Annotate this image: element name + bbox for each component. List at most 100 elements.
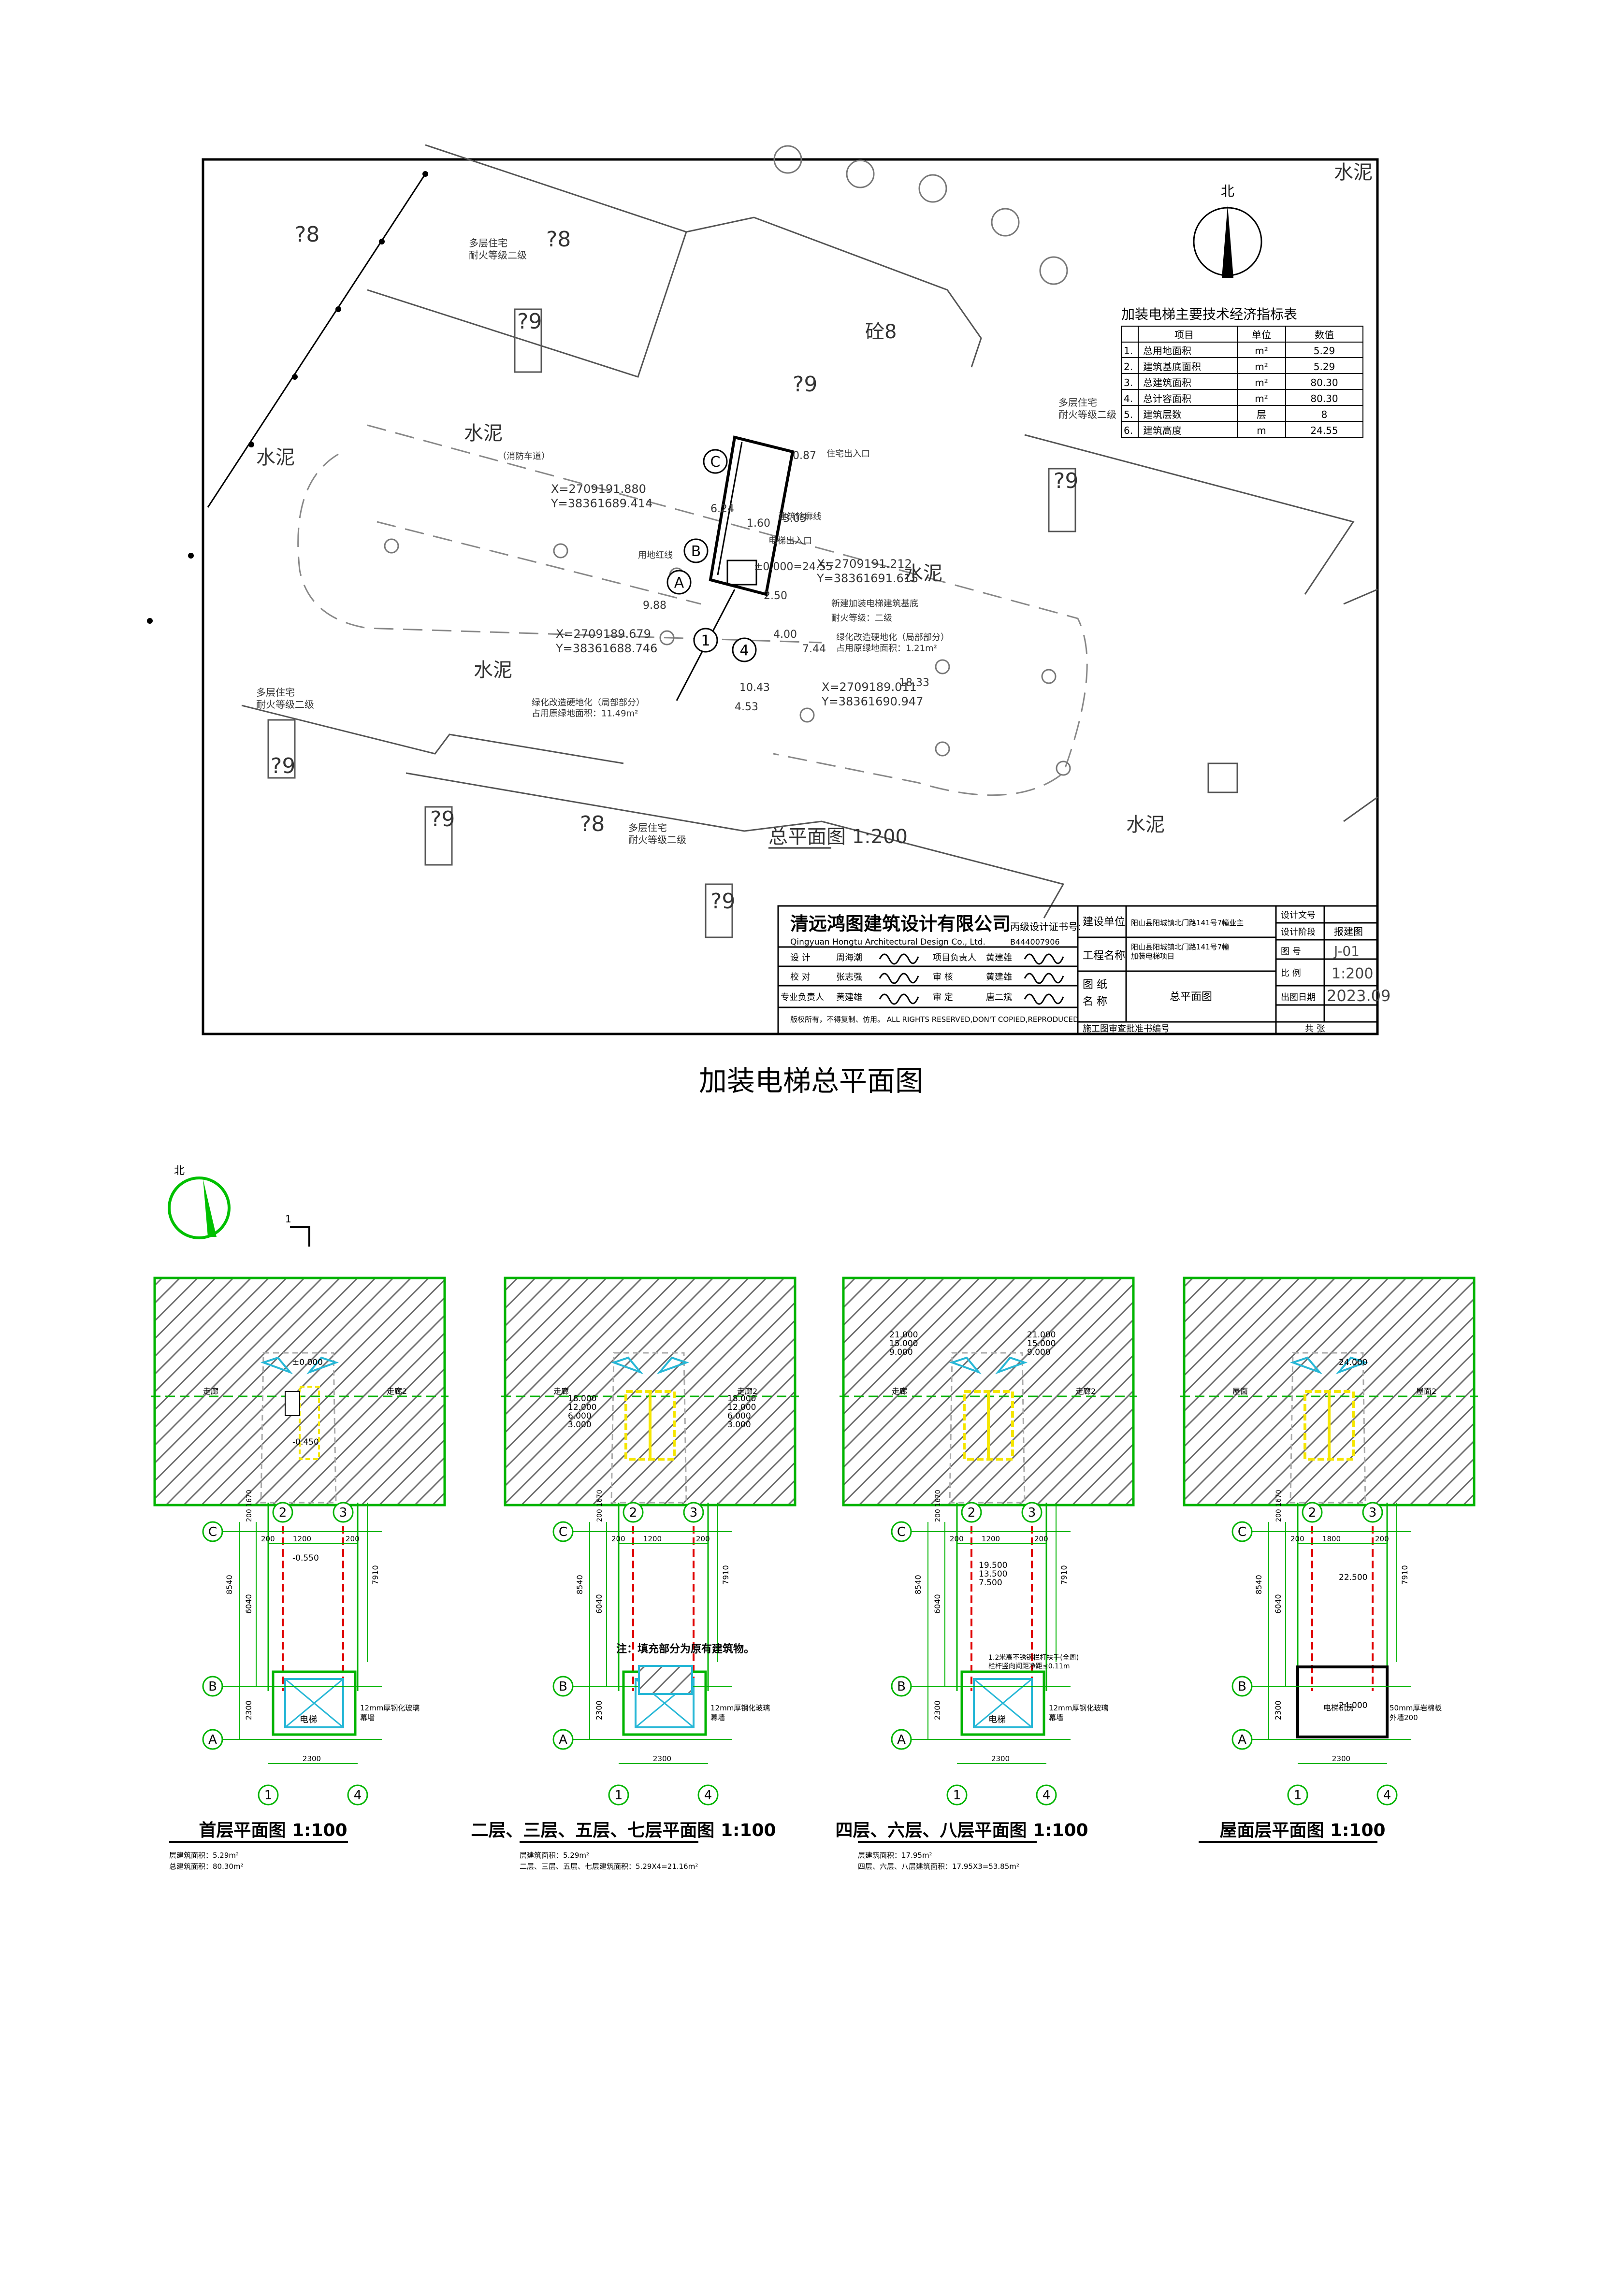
- dim-10: 4.53: [735, 701, 758, 713]
- plan-title: 首层平面图 1:100: [199, 1821, 347, 1840]
- dim-1200: 1200: [643, 1535, 662, 1543]
- floor-mark-1: ?8: [295, 222, 319, 247]
- dim-200-r: 200: [1375, 1535, 1389, 1543]
- label-brick: 砼8: [865, 321, 897, 343]
- dim-2300-h: 2300: [653, 1754, 671, 1763]
- plan-title: 屋面层平面图 1:100: [1219, 1821, 1385, 1840]
- name-lead: 黄建雄: [836, 992, 862, 1003]
- label-cement-6: 水泥: [1126, 814, 1165, 836]
- north-arrow-icon: 北: [1193, 183, 1262, 278]
- table-cell-item: 建筑层数: [1143, 409, 1182, 420]
- dim-top: 200 1670: [596, 1490, 604, 1522]
- dim-top: 200 1670: [1275, 1490, 1283, 1522]
- level-mark: 7.500: [979, 1578, 1002, 1588]
- cert-no: B444007906: [1010, 937, 1060, 947]
- company-en: Qingyuan Hongtu Architectural Design Co.…: [790, 937, 985, 947]
- side-label-left: 走廊: [553, 1387, 569, 1396]
- grid-axis-B: B: [559, 1679, 567, 1694]
- dim-200-l: 200: [261, 1535, 275, 1543]
- title-block: 清远鸿图建筑设计有限公司 Qingyuan Hongtu Architectur…: [777, 905, 1390, 1035]
- level-mark-mirror: 15.000: [1027, 1339, 1056, 1349]
- level-mark: 13.500: [979, 1569, 1007, 1579]
- grid-axis-1: 1: [1294, 1788, 1302, 1803]
- section-mark: 1: [285, 1213, 310, 1247]
- drawing-label-1: 图 纸: [1083, 979, 1107, 991]
- dim-1: 6.24: [710, 503, 734, 515]
- grid-axis-C: C: [208, 1525, 217, 1539]
- name-approve: 唐二斌: [986, 992, 1012, 1003]
- site-dims: 6.24 1.60 3.05 2.50 0.87 9.88 4.00 7.44 …: [643, 450, 929, 713]
- label-green-2: 绿化改造硬地化（局部部分）占用原绿地面积：11.49m²: [532, 698, 645, 719]
- level-mark: 24.000: [1339, 1701, 1367, 1710]
- level-mark: 24.000: [1339, 1358, 1367, 1367]
- label-entry: 住宅出入口: [826, 449, 870, 459]
- table-cell-unit: 层: [1257, 409, 1266, 420]
- lift-label: 电梯: [300, 1715, 317, 1725]
- label-cement-4: 水泥: [904, 562, 942, 585]
- floor-mark-8: ?9: [710, 889, 735, 914]
- table-cell-value: 5.29: [1314, 345, 1335, 357]
- grid-axis-B: B: [897, 1679, 906, 1694]
- wall-note: 12mm厚钢化玻璃幕墙: [710, 1704, 770, 1722]
- table-cell-value: 5.29: [1314, 361, 1335, 373]
- table-cell-value: 24.55: [1310, 425, 1338, 436]
- page-caption: 加装电梯总平面图: [698, 1064, 923, 1097]
- svg-text:1: 1: [285, 1213, 291, 1225]
- grid-axis-1: 1: [615, 1788, 623, 1803]
- level-mark: -0.450: [292, 1437, 319, 1447]
- label-green-1: 绿化改造硬地化（局部部分）占用原绿地面积：1.21m²: [836, 632, 949, 654]
- table-cell-value: 8: [1321, 409, 1328, 420]
- project-value: 阳山县阳城镇北门路141号7幢加装电梯项目: [1131, 943, 1229, 961]
- role-pm: 项目负责人: [933, 953, 976, 963]
- level-mark: 19.500: [979, 1561, 1007, 1570]
- table-cell-num: 5.: [1124, 409, 1133, 420]
- table-cell-num: 1.: [1124, 345, 1133, 357]
- level-mark: ±0.000: [292, 1358, 323, 1367]
- label-cement-1: 水泥: [1334, 161, 1373, 184]
- floor-mark-2: ?8: [546, 227, 571, 252]
- label-wall-line: 用地红线: [638, 550, 673, 560]
- side-label-right: 走廊2: [1075, 1387, 1096, 1396]
- level-mark: 21.000: [889, 1330, 918, 1340]
- dim-6040: 6040: [1274, 1594, 1283, 1614]
- plan-area-2: 四层、六层、八层建筑面积：17.95X3=53.85m²: [858, 1862, 1019, 1871]
- dim-8540: 8540: [1254, 1575, 1263, 1594]
- dim-2300-v: 2300: [1274, 1700, 1283, 1720]
- table-cell-unit: m: [1257, 425, 1266, 436]
- table-cell-unit: m²: [1255, 345, 1268, 357]
- table-cell-item: 总用地面积: [1143, 345, 1191, 357]
- grid-axis-3: 3: [339, 1506, 348, 1520]
- grid-axis-4: 4: [704, 1788, 712, 1803]
- railing-note: 1.2米高不锈钢栏杆扶手(全周)栏杆竖向间距净距≤0.11m: [988, 1653, 1079, 1670]
- label-res-a: 多层住宅耐火等级二级: [469, 237, 527, 261]
- table-cell-item: 建筑基底面积: [1143, 361, 1201, 373]
- label-res-d: 多层住宅耐火等级二级: [628, 822, 686, 846]
- legend: 注：填充部分为原有建筑物。: [616, 1643, 754, 1695]
- table-cell-value: 80.30: [1310, 377, 1338, 388]
- copyright: 版权所有，不得复制、仿用。 ALL RIGHTS RESERVED,DON'T …: [790, 1015, 1081, 1024]
- name-check: 张志强: [836, 972, 862, 982]
- dim-4: 2.50: [764, 590, 787, 602]
- role-approve: 审 定: [933, 992, 953, 1003]
- table-cell-num: 3.: [1124, 377, 1133, 388]
- table-cell-item: 总计容面积: [1143, 393, 1191, 404]
- table-cell-item: 建筑高度: [1143, 425, 1182, 436]
- dim-200-r: 200: [346, 1535, 360, 1543]
- table-cell-unit: m²: [1255, 393, 1268, 404]
- dim-1200: 1800: [1322, 1535, 1341, 1543]
- floor-mark-6: ?9: [271, 754, 295, 778]
- level-mark-mirror: 21.000: [1027, 1330, 1056, 1340]
- level-mark: 3.000: [568, 1420, 592, 1430]
- date-label: 出图日期: [1281, 992, 1316, 1003]
- dim-6040: 6040: [933, 1594, 942, 1614]
- project-label: 工程名称: [1083, 950, 1125, 962]
- grid-axis-1: 1: [953, 1788, 961, 1803]
- label-lift-entry: 电梯出入口: [768, 536, 812, 546]
- dim-200-r: 200: [1034, 1535, 1048, 1543]
- dim-8: 7.44: [802, 643, 826, 655]
